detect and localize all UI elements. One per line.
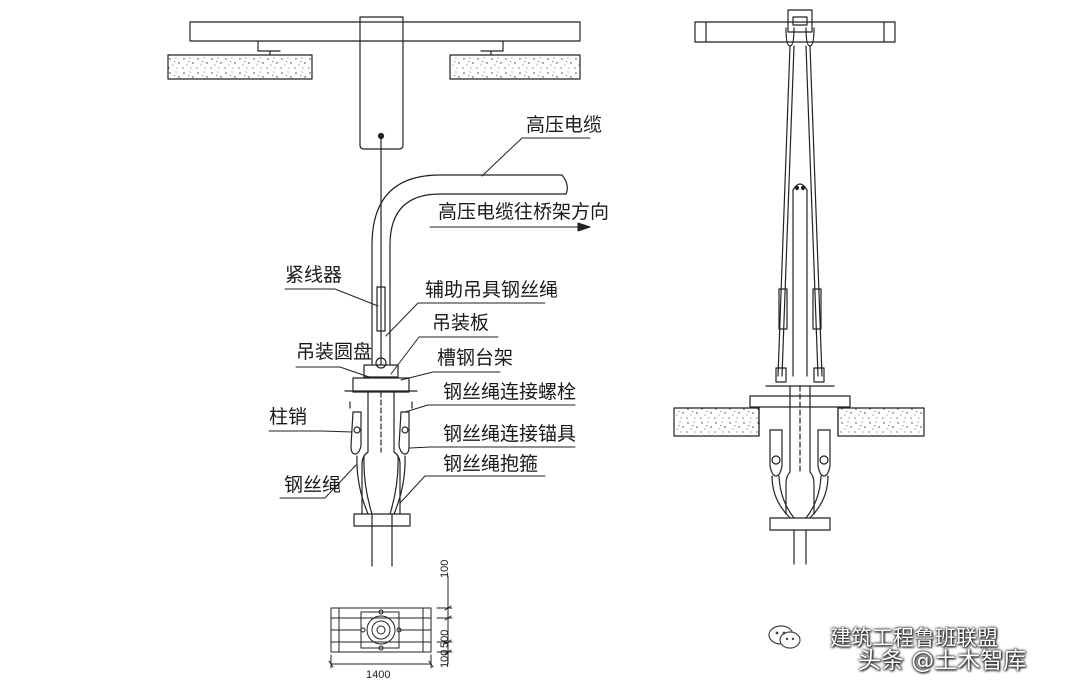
label-rope-bolt: 钢丝绳连接螺栓 xyxy=(443,381,577,403)
slab-right-view xyxy=(673,395,925,437)
label-rope-anchor: 钢丝绳连接锚具 xyxy=(443,423,577,445)
column-right-view xyxy=(765,385,835,565)
top-beam-left-view xyxy=(189,21,581,56)
rope-anchors-right-view xyxy=(769,429,831,531)
dim-width: 1400 xyxy=(366,669,391,681)
label-lift-plate: 吊装板 xyxy=(432,312,490,334)
right-hangers xyxy=(775,27,825,383)
label-pin: 柱销 xyxy=(269,406,308,428)
dim-top: 100 xyxy=(439,559,451,578)
watermark-line2: 头条 @土木智库 xyxy=(858,648,1027,674)
rope-anchors-left-view xyxy=(349,401,413,527)
watermark-line1: 建筑工程鲁班联盟 xyxy=(830,626,998,650)
hv-cable-bend xyxy=(371,174,568,365)
lifting-block xyxy=(359,16,404,150)
label-to-bridge: 高压电缆往桥架方向 xyxy=(438,201,610,223)
label-lift-disc: 吊装圆盘 xyxy=(296,341,373,363)
dim-mid: 500 xyxy=(439,629,451,648)
leader-lines xyxy=(268,137,591,504)
tensioner xyxy=(376,286,386,332)
label-rope-clamp: 钢丝绳抱箍 xyxy=(443,453,539,475)
wechat-icon xyxy=(768,624,802,650)
label-channel-frame: 槽钢台架 xyxy=(437,347,514,369)
label-aux-rope: 辅助吊具钢丝绳 xyxy=(425,279,559,301)
dim-bot: 100 xyxy=(439,649,451,668)
column-left-view xyxy=(361,391,401,567)
slab-left-view xyxy=(167,54,581,80)
label-wire-rope: 钢丝绳 xyxy=(284,474,342,496)
label-tensioner: 紧线器 xyxy=(285,264,343,286)
top-beam-right-view xyxy=(694,9,896,43)
plan-view xyxy=(328,575,453,669)
label-hv-cable: 高压电缆 xyxy=(526,114,603,136)
